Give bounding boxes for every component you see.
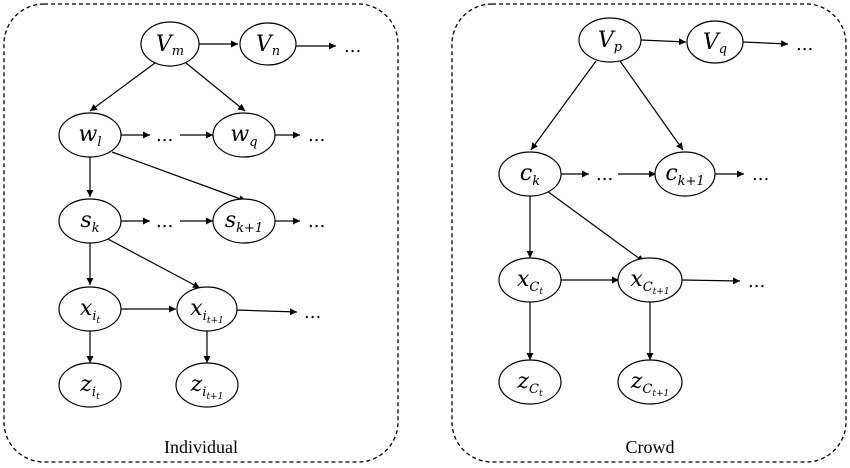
node-zc1: zCt+1 (617, 359, 683, 405)
node-zc: zCt (498, 359, 562, 405)
node-ck: ck (498, 151, 562, 197)
svg-text:ck: ck (520, 161, 540, 189)
node-ck1: ck+1 (654, 151, 716, 197)
node-xc: xCt (498, 257, 562, 303)
svg-text:wl: wl (78, 122, 101, 150)
ellipsis-c-mid: ... (596, 164, 613, 185)
edge-vm-wl (89, 62, 156, 112)
ellipsis-xi1: ... (304, 302, 321, 323)
node-wl: wl (58, 112, 122, 158)
node-vp: Vp (578, 17, 642, 63)
node-vq: Vq (686, 20, 744, 64)
svg-text:Vm: Vm (156, 32, 184, 59)
svg-text:Vp: Vp (598, 28, 623, 55)
crowd-edges (526, 38, 789, 360)
individual-panel-title: Individual (164, 437, 238, 457)
ellipsis-ck1: ... (752, 164, 769, 185)
ellipsis-markers: ... ... ... ... ... ... ... ... ... ... (156, 34, 813, 323)
node-sk1: sk+1 (212, 198, 276, 244)
edge-xc1-ellipsis (681, 277, 741, 285)
edge-sk-xi1 (105, 237, 201, 289)
edge-ck-xc1 (546, 190, 645, 263)
ellipsis-wq: ... (308, 125, 325, 146)
ellipsis-sk1: ... (308, 211, 325, 232)
svg-text:zit+1: zit+1 (190, 372, 224, 402)
ellipsis-s-mid: ... (156, 211, 173, 232)
node-xi1: xit+1 (176, 286, 238, 332)
crowd-panel-title: Crowd (626, 437, 675, 457)
svg-text:sk+1: sk+1 (225, 208, 263, 236)
node-xc1: xCt+1 (617, 257, 683, 303)
node-vm: Vm (140, 21, 200, 67)
crowd-panel (451, 3, 847, 463)
edge-vm-wq (185, 62, 246, 112)
svg-text:xCt+1: xCt+1 (630, 267, 669, 297)
ellipsis-vn: ... (344, 36, 361, 57)
svg-text:zCt+1: zCt+1 (630, 369, 669, 399)
edge-vq-ellipsis (742, 40, 789, 48)
svg-text:xCt: xCt (517, 267, 543, 297)
svg-text:Vq: Vq (703, 30, 727, 57)
node-xi: xit (58, 286, 122, 332)
svg-text:xit: xit (80, 296, 101, 326)
individual-panel (3, 3, 399, 463)
svg-text:sk: sk (80, 208, 99, 236)
ellipsis-xc1: ... (748, 271, 765, 292)
node-zi1: zit+1 (175, 362, 239, 408)
individual-edges (86, 40, 336, 363)
svg-text:wq: wq (230, 122, 257, 150)
svg-text:zit: zit (79, 372, 100, 402)
node-wq: wq (212, 112, 276, 158)
edge-vp-ck1 (619, 60, 684, 151)
node-zi: zit (58, 362, 122, 408)
svg-text:Vn: Vn (256, 32, 280, 59)
node-sk: sk (58, 198, 122, 244)
svg-text:xit+1: xit+1 (190, 296, 223, 326)
node-vn: Vn (239, 22, 297, 66)
ellipsis-w-mid: ... (156, 125, 173, 146)
edge-vp-ck (530, 60, 597, 151)
edge-xi1-ellipsis (235, 308, 298, 316)
svg-text:zCt: zCt (516, 369, 543, 399)
edge-wl-sk1 (111, 151, 247, 202)
svg-text:ck+1: ck+1 (665, 161, 704, 189)
edge-vp-vq (640, 38, 687, 46)
ellipsis-vq: ... (796, 34, 813, 55)
